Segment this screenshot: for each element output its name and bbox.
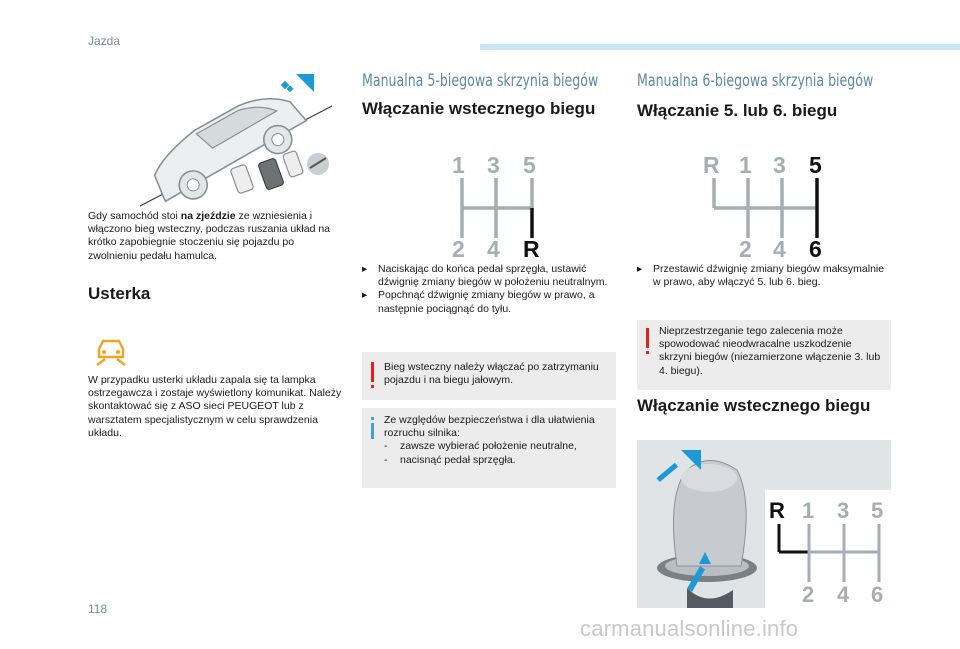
gear-label: 6 xyxy=(871,582,884,607)
gear-label: 4 xyxy=(487,236,500,262)
list-item: ▸Przestawić dźwignię zmiany biegów maksy… xyxy=(637,263,885,289)
gear-label: 5 xyxy=(523,152,536,178)
gear-label: 2 xyxy=(739,236,752,262)
info-text: Ze względów bezpieczeństwa i dla ułatwie… xyxy=(384,414,612,467)
gear-knob-photo: R 1 3 5 2 4 6 xyxy=(637,440,891,608)
gear-label-5: 5 xyxy=(809,152,822,178)
gear-label-reverse: R xyxy=(523,236,540,262)
gear-label: 2 xyxy=(802,582,815,607)
fault-paragraph: W przypadku usterki układu zapala się ta… xyxy=(88,374,342,439)
warning-box-6: Nieprzestrzeganie tego zalecenia może sp… xyxy=(637,320,891,390)
list-item: -zawsze wybierać położenie neutralne, xyxy=(384,440,577,453)
gear-diagram-reverse: R 1 3 5 2 4 6 xyxy=(765,490,891,608)
section-title-6-speed: Manualna 6-biegowa skrzynia biegów xyxy=(637,71,874,91)
gear-label: 3 xyxy=(487,152,500,178)
gear-label: 3 xyxy=(837,498,850,523)
gear-label-6: 6 xyxy=(809,236,822,262)
section-title-5-speed: Manualna 5-biegowa skrzynia biegów xyxy=(362,71,599,91)
info-icon xyxy=(371,417,374,420)
gear-label: 1 xyxy=(802,498,815,523)
fault-title: Usterka xyxy=(88,284,151,303)
pedals-icon xyxy=(230,150,304,194)
warning-box-5: Bieg wsteczny należy włączać po zatrzyma… xyxy=(362,352,616,400)
gear-diagram-6: R 1 3 5 2 4 6 xyxy=(700,150,840,262)
gear-label: 5 xyxy=(871,498,884,523)
arrow-up-icon xyxy=(686,552,711,592)
gear-label: 3 xyxy=(773,152,786,178)
reverse-gear-subtitle: Włączanie wstecznego biegu xyxy=(362,99,596,118)
reverse-gear-subtitle-6: Włączanie wstecznego biegu xyxy=(637,396,871,415)
arrow-up-right-icon xyxy=(656,450,701,483)
steps-list-6: ▸Przestawić dźwignię zmiany biegów maksy… xyxy=(637,263,893,289)
warning-lamp-icon xyxy=(96,339,126,366)
list-item: ▸Popchnąć dźwignię zmiany biegów w prawo… xyxy=(362,289,595,315)
warning-icon xyxy=(371,362,374,382)
steps-list-5: ▸Naciskając do końca pedał sprzęgła, ust… xyxy=(362,263,612,316)
gear-label-reverse: R xyxy=(769,498,785,523)
warning-text: Bieg wsteczny należy włączać po zatrzyma… xyxy=(384,361,599,387)
warning-text: Nieprzestrzeganie tego zalecenia może sp… xyxy=(659,325,881,377)
gear-label: 1 xyxy=(739,152,752,178)
gear-label: R xyxy=(703,152,720,178)
gear-label: 4 xyxy=(773,236,786,262)
hill-assist-badge-icon xyxy=(307,153,329,175)
list-item: ▸Naciskając do końca pedał sprzęgła, ust… xyxy=(362,263,608,289)
gear-diagram-5: 1 3 5 2 4 R xyxy=(448,150,558,262)
header-bar xyxy=(480,44,960,50)
gear-5-6-subtitle: Włączanie 5. lub 6. biegu xyxy=(637,101,838,120)
page-number: 118 xyxy=(88,602,108,616)
arrow-up-right-icon xyxy=(280,74,314,93)
car-on-slope-illustration xyxy=(139,74,333,207)
info-box-5: Ze względów bezpieczeństwa i dla ułatwie… xyxy=(362,408,616,488)
gear-label: 4 xyxy=(837,582,850,607)
gear-label: 2 xyxy=(452,236,465,262)
warning-icon xyxy=(646,328,649,348)
slope-paragraph: Gdy samochód stoi na zjeździe ze wzniesi… xyxy=(88,210,331,262)
gear-label: 1 xyxy=(452,152,465,178)
list-item: -nacisnąć pedał sprzęgła. xyxy=(384,453,516,466)
section-header: Jazda xyxy=(88,34,121,48)
watermark: carmanualsonline.info xyxy=(580,616,799,641)
